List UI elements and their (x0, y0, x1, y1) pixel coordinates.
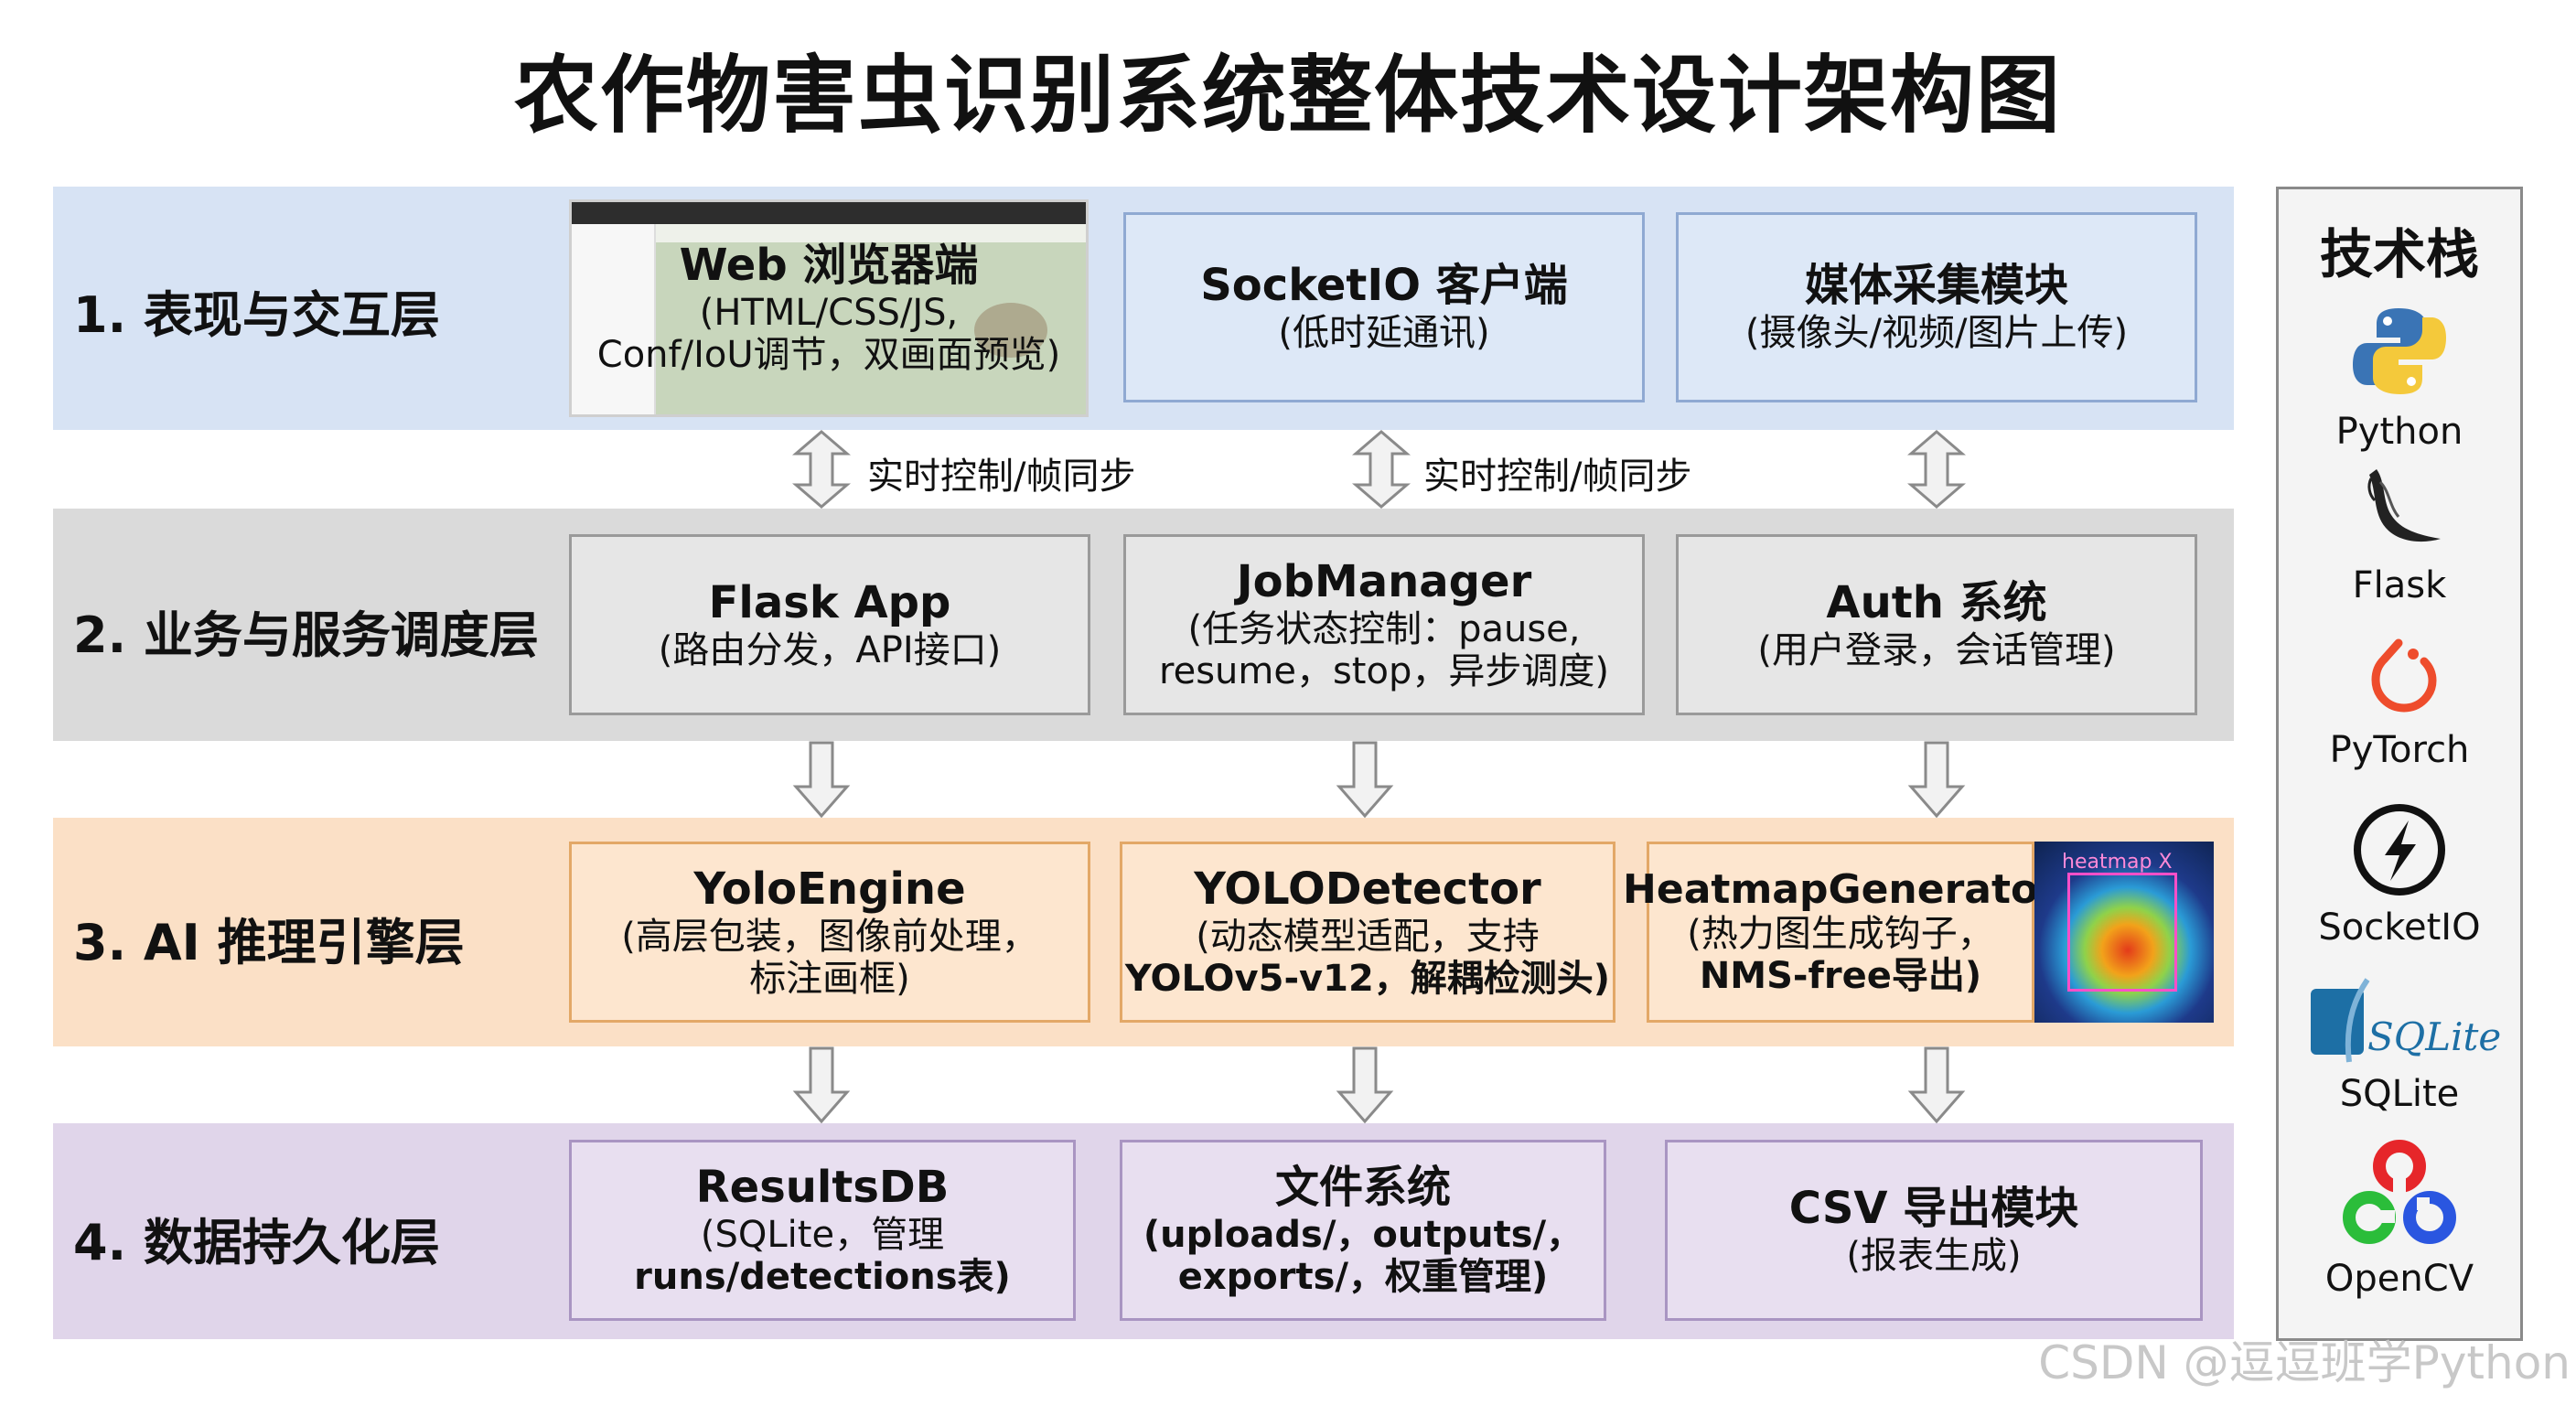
box-line: (路由分发，API接口) (658, 628, 1002, 671)
yolo-engine-box: YoloEngine (高层包装，图像前处理， 标注画框) (569, 842, 1090, 1023)
diagram-title: 农作物害虫识别系统整体技术设计架构图 (513, 47, 2062, 145)
double-arrow-icon (1907, 430, 1966, 509)
csv-export-box: CSV 导出模块 (报表生成) (1665, 1140, 2203, 1321)
sync-label: 实时控制/帧同步 (1423, 456, 1692, 498)
layer-label: 4. 数据持久化层 (73, 1214, 440, 1271)
box-line: (动态模型适配，支持 (1196, 915, 1540, 958)
box-line: (uploads/，outputs/， (1143, 1213, 1583, 1256)
sync-label: 实时控制/帧同步 (867, 456, 1136, 498)
box-line: resume，stop，异步调度) (1159, 649, 1609, 692)
tech-name: Python (2335, 411, 2463, 453)
double-arrow-icon (792, 430, 851, 509)
socketio-client-box: SocketIO 客户端 (低时延通讯) (1123, 212, 1645, 402)
box-heading: Flask App (708, 577, 951, 629)
box-heading: ResultsDB (695, 1162, 950, 1214)
detection-box (2067, 873, 2177, 992)
tech-name: PyTorch (2329, 729, 2470, 771)
flask-app-box: Flask App (路由分发，API接口) (569, 534, 1090, 715)
box-heading: YOLODetector (1194, 863, 1541, 916)
box-line: NMS-free导出) (1699, 955, 1982, 998)
box-heading: CSV 导出模块 (1788, 1183, 2079, 1235)
down-arrow-icon (792, 741, 851, 818)
heatmap-thumb-label: heatmap X (2062, 851, 2173, 874)
box-line: YOLOv5-v12，解耦检测头) (1124, 957, 1611, 1000)
down-arrow-icon (1336, 741, 1394, 818)
socketio-icon (2352, 802, 2447, 901)
box-heading: 文件系统 (1274, 1162, 1451, 1214)
box-line: (报表生成) (1846, 1234, 2022, 1277)
box-line: (用户登录，会话管理) (1757, 628, 2116, 671)
box-heading: YoloEngine (693, 863, 966, 916)
box-heading: 媒体采集模块 (1804, 260, 2068, 312)
tech-item-pytorch: PyTorch (2279, 638, 2520, 771)
box-line: Conf/IoU调节，双画面预览) (596, 333, 1061, 376)
web-browser-box: Web 浏览器端 (HTML/CSS/JS, Conf/IoU调节，双画面预览) (569, 199, 1089, 417)
browser-screenshot (572, 202, 1086, 414)
pytorch-icon (2358, 638, 2441, 724)
tech-item-socketio: SocketIO (2279, 802, 2520, 949)
down-arrow-icon (792, 1046, 851, 1123)
auth-system-box: Auth 系统 (用户登录，会话管理) (1676, 534, 2197, 715)
flask-icon (2349, 464, 2450, 559)
box-heading: HeatmapGenerator (1623, 865, 2058, 913)
tech-item-sqlite: SQLite SQLite (2279, 976, 2520, 1115)
tech-name: OpenCV (2324, 1258, 2474, 1300)
down-arrow-icon (1336, 1046, 1394, 1123)
box-heading: SocketIO 客户端 (1200, 260, 1568, 312)
box-line: runs/detections表) (634, 1255, 1011, 1298)
box-line: (SQLite，管理 (700, 1213, 945, 1256)
double-arrow-icon (1352, 430, 1411, 509)
heatmap-generator-box: HeatmapGenerator (热力图生成钩子， NMS-free导出) (1623, 842, 2058, 1023)
watermark: CSDN @逗逗班学Python (2038, 1336, 2571, 1389)
yolo-detector-box: YOLODetector (动态模型适配，支持 YOLOv5-v12，解耦检测头… (1120, 842, 1615, 1023)
media-capture-box: 媒体采集模块 (摄像头/视频/图片上传) (1676, 212, 2197, 402)
layer-label: 3. AI 推理引擎层 (73, 914, 465, 971)
box-heading: JobManager (1236, 556, 1532, 608)
box-line: (低时延通讯) (1278, 311, 1490, 354)
tech-item-python: Python (2279, 301, 2520, 453)
box-line: 标注画框) (749, 957, 910, 1000)
heatmap-thumbnail: heatmap X (2034, 842, 2214, 1023)
tech-name: SocketIO (2318, 906, 2481, 949)
tech-stack-panel: 技术栈 Python Flask (2276, 187, 2523, 1341)
down-arrow-icon (1907, 1046, 1966, 1123)
down-arrow-icon (1907, 741, 1966, 818)
box-line: (HTML/CSS/JS, (699, 291, 959, 334)
sqlite-logo-text: SQLite (2367, 1014, 2502, 1059)
layer-label: 2. 业务与服务调度层 (73, 606, 539, 664)
python-icon (2349, 301, 2450, 405)
tech-name: SQLite (2339, 1073, 2460, 1115)
sqlite-icon: SQLite (2303, 976, 2501, 1067)
job-manager-box: JobManager (任务状态控制：pause, resume，stop，异步… (1123, 534, 1645, 715)
box-line: exports/，权重管理) (1177, 1255, 1549, 1298)
box-line: (热力图生成钩子， (1687, 913, 1994, 956)
tech-name: Flask (2352, 564, 2447, 606)
opencv-icon (2340, 1139, 2459, 1252)
tech-item-flask: Flask (2279, 464, 2520, 606)
file-system-box: 文件系统 (uploads/，outputs/， exports/，权重管理) (1120, 1140, 1606, 1321)
box-heading: Auth 系统 (1826, 577, 2047, 629)
box-heading: Web 浏览器端 (679, 240, 979, 292)
tech-stack-title: 技术栈 (2319, 223, 2479, 285)
layer-label: 1. 表现与交互层 (73, 286, 440, 344)
box-line: (任务状态控制：pause, (1187, 607, 1581, 650)
results-db-box: ResultsDB (SQLite，管理 runs/detections表) (569, 1140, 1076, 1321)
tech-item-opencv: OpenCV (2279, 1139, 2520, 1300)
box-line: (摄像头/视频/图片上传) (1744, 311, 2129, 354)
box-line: (高层包装，图像前处理， (621, 915, 1038, 958)
